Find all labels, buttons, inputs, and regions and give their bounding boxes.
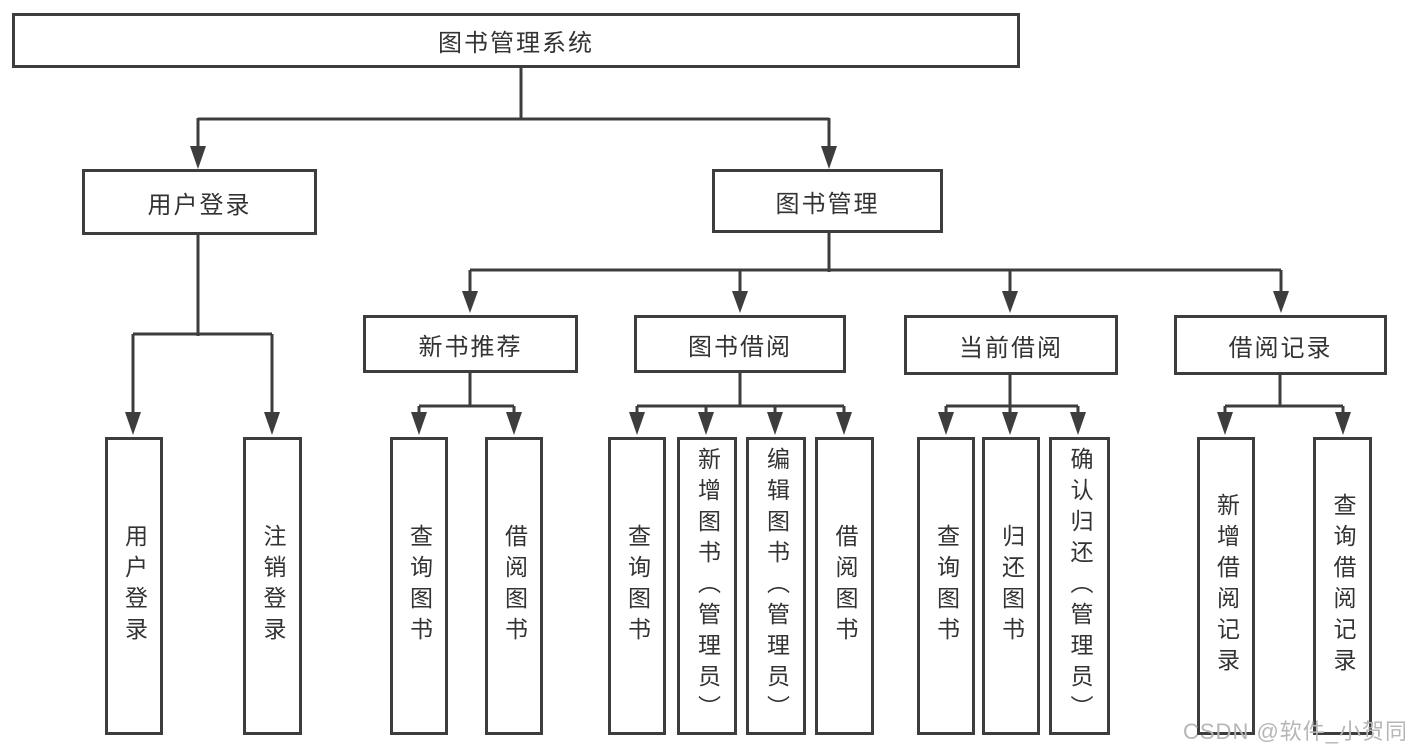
leaf-query-books-current: 查询图书 (917, 437, 975, 735)
node-book-management-branch: 图书管理 (712, 169, 943, 233)
connector-book-borrow (635, 373, 846, 414)
node-label: 编辑图书（管理员） (763, 446, 790, 726)
node-label: 用户登录 (147, 191, 252, 219)
node-label: 用户登录 (121, 524, 148, 648)
arrowheads (125, 146, 1351, 435)
leaf-query-books-borrow: 查询图书 (608, 437, 666, 735)
node-label: 图书管理系统 (438, 30, 594, 57)
connector-user-login (131, 233, 274, 414)
leaf-borrow-books-recommend: 借阅图书 (485, 437, 543, 735)
node-label: 图书借阅 (688, 333, 792, 361)
node-label: 借阅图书 (501, 524, 528, 648)
connector-root (196, 68, 831, 148)
leaf-query-books-recommend: 查询图书 (390, 437, 448, 735)
leaf-borrow-books: 借阅图书 (815, 437, 874, 735)
node-label: 查询图书 (406, 524, 433, 648)
csdn-watermark: CSDN @软件_小贺同学 (1183, 719, 1405, 744)
node-user-login-branch: 用户登录 (82, 169, 317, 235)
node-label: 借阅记录 (1228, 334, 1333, 362)
leaf-query-borrow-record: 查询借阅记录 (1313, 437, 1372, 735)
node-label: 借阅图书 (832, 524, 858, 648)
node-label: 新书推荐 (418, 333, 523, 361)
node-label: 注销登录 (260, 524, 286, 648)
connector-book-management (468, 233, 1283, 293)
node-new-book-recommend: 新书推荐 (363, 315, 578, 373)
leaf-confirm-return-admin: 确认归还（管理员） (1049, 437, 1110, 735)
leaf-logout: 注销登录 (243, 437, 302, 735)
leaf-add-book-admin: 新增图书（管理员） (677, 437, 737, 735)
node-current-borrowing: 当前借阅 (904, 315, 1118, 375)
node-label: 当前借阅 (959, 334, 1063, 362)
node-label: 查询图书 (624, 524, 651, 648)
node-label: 查询图书 (933, 524, 960, 648)
connector-borrow-records (1223, 375, 1345, 414)
leaf-return-books: 归还图书 (982, 437, 1040, 735)
node-label: 归还图书 (998, 524, 1025, 648)
node-label: 新增图书（管理员） (694, 446, 721, 726)
connector-new-book (417, 373, 516, 414)
node-label: 图书管理 (775, 190, 880, 218)
leaf-add-borrow-record: 新增借阅记录 (1197, 437, 1255, 735)
connector-current-borrow (944, 375, 1080, 414)
node-label: 确认归还（管理员） (1067, 446, 1093, 726)
leaf-user-login: 用户登录 (105, 437, 163, 735)
node-label: 查询借阅记录 (1330, 493, 1356, 679)
leaf-edit-book-admin: 编辑图书（管理员） (746, 437, 806, 735)
node-root-library-system: 图书管理系统 (12, 13, 1020, 68)
node-borrowing-records: 借阅记录 (1174, 315, 1387, 375)
node-label: 新增借阅记录 (1213, 493, 1240, 679)
node-book-borrowing: 图书借阅 (634, 315, 846, 373)
